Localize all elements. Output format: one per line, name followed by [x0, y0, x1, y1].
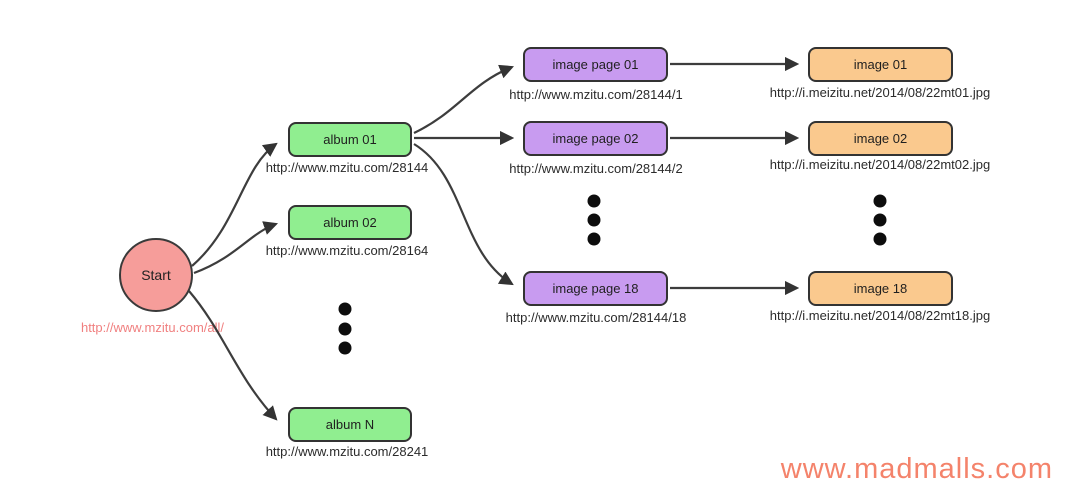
album-n-label: album N	[325, 417, 375, 432]
album-n-node: album N	[288, 407, 412, 442]
album-01-label: album 01	[323, 132, 377, 147]
image-01-label: image 01	[853, 57, 908, 72]
image-18-node: image 18	[808, 271, 953, 306]
image-page-02-label: image page 02	[552, 131, 639, 146]
image-page-02-node: image page 02	[523, 121, 668, 156]
image-02-label: image 02	[853, 131, 908, 146]
image-page-01-node: image page 01	[523, 47, 668, 82]
edge-start-albumN	[188, 290, 278, 421]
image-02-url: http://i.meizitu.net/2014/08/22mt02.jpg	[769, 157, 991, 172]
image-page-02-url: http://www.mzitu.com/28144/2	[509, 161, 683, 176]
album-01-node: album 01	[288, 122, 412, 157]
start-node: Start	[119, 238, 193, 312]
album-02-url: http://www.mzitu.com/28164	[265, 243, 429, 258]
album-02-label: album 02	[323, 215, 377, 230]
album-01-url: http://www.mzitu.com/28144	[265, 160, 429, 175]
watermark: www.madmalls.com	[780, 453, 1053, 485]
image-page-01-label: image page 01	[552, 57, 639, 72]
image-18-url: http://i.meizitu.net/2014/08/22mt18.jpg	[769, 308, 991, 323]
album-02-node: album 02	[288, 205, 412, 240]
image-page-18-url: http://www.mzitu.com/28144/18	[505, 310, 687, 325]
image-18-label: image 18	[853, 281, 908, 296]
image-page-01-url: http://www.mzitu.com/28144/1	[509, 87, 683, 102]
image-02-node: image 02	[808, 121, 953, 156]
image-01-node: image 01	[808, 47, 953, 82]
start-node-url: http://www.mzitu.com/all/	[80, 320, 225, 335]
image-page-18-label: image page 18	[552, 281, 639, 296]
image-01-url: http://i.meizitu.net/2014/08/22mt01.jpg	[769, 85, 991, 100]
album-n-url: http://www.mzitu.com/28241	[265, 444, 429, 459]
start-node-label: Start	[141, 267, 171, 283]
image-page-18-node: image page 18	[523, 271, 668, 306]
